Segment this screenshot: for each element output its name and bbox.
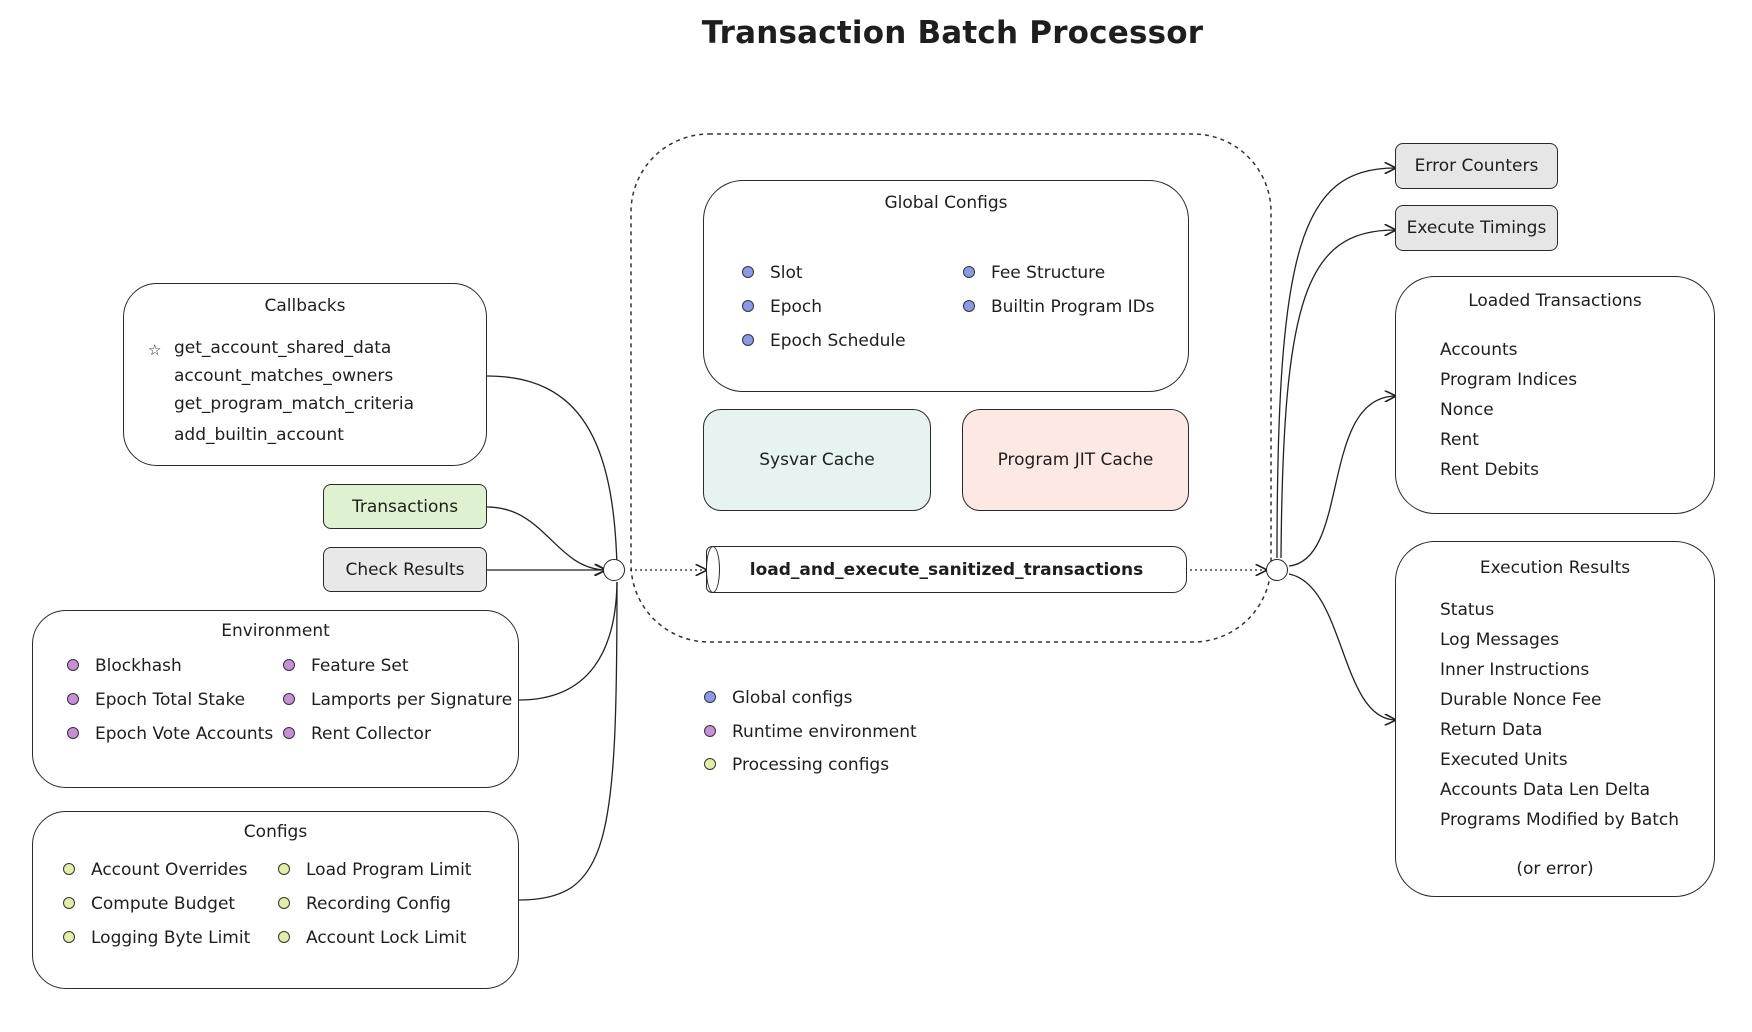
global-configs-title: Global Configs	[884, 193, 1008, 213]
callbacks-box: Callbacks ☆ get_account_shared_data acco…	[123, 283, 487, 466]
transactions-wire	[486, 506, 605, 570]
execute-timings-output: Execute Timings	[1395, 205, 1558, 251]
global-config-item: Epoch	[742, 297, 822, 317]
execution-results-footer: (or error)	[1516, 859, 1594, 879]
execution-result-item: Return Data	[1440, 720, 1543, 740]
configs-wire	[518, 581, 618, 901]
program-jit-cache: Program JIT Cache	[962, 409, 1189, 511]
function-left-cap	[706, 546, 720, 593]
callback-item: account_matches_owners	[174, 366, 394, 386]
environment-box: Environment Blockhash Epoch Total Stake …	[32, 610, 519, 788]
execution-result-item: Log Messages	[1440, 630, 1560, 650]
star-icon: ☆	[148, 341, 162, 359]
environment-title: Environment	[221, 621, 330, 641]
environment-item: Blockhash	[67, 656, 182, 676]
config-item: Account Lock Limit	[278, 928, 466, 948]
execution-results-wire	[1288, 573, 1395, 720]
execution-result-item: Inner Instructions	[1440, 660, 1590, 680]
environment-wire	[518, 581, 618, 701]
sysvar-cache: Sysvar Cache	[703, 409, 931, 511]
execution-result-item: Executed Units	[1440, 750, 1568, 770]
transactions-input: Transactions	[323, 484, 487, 529]
execution-results-title: Execution Results	[1479, 558, 1631, 578]
global-config-item: Builtin Program IDs	[963, 297, 1155, 317]
configs-box: Configs Account Overrides Compute Budget…	[32, 811, 519, 989]
loaded-transactions-title: Loaded Transactions	[1468, 291, 1642, 311]
environment-item: Lamports per Signature	[283, 690, 512, 710]
global-config-item: Fee Structure	[963, 263, 1105, 283]
config-item: Load Program Limit	[278, 860, 471, 880]
legend-item-global: Global configs	[704, 688, 853, 708]
loaded-transactions-wire	[1288, 396, 1395, 567]
callbacks-title: Callbacks	[264, 296, 346, 316]
loaded-transaction-item: Program Indices	[1440, 370, 1578, 390]
loaded-transaction-item: Nonce	[1440, 400, 1494, 420]
execute-timings-wire	[1280, 230, 1395, 559]
callback-item: add_builtin_account	[174, 425, 344, 445]
diagram-title: Transaction Batch Processor	[701, 15, 1204, 51]
loaded-transaction-item: Rent	[1440, 430, 1479, 450]
global-config-item: Epoch Schedule	[742, 331, 906, 351]
config-item: Recording Config	[278, 894, 451, 914]
config-item: Logging Byte Limit	[63, 928, 250, 948]
configs-title: Configs	[243, 822, 308, 842]
main-function-label: load_and_execute_sanitized_transactions	[749, 559, 1144, 580]
processor-boundary	[630, 133, 1272, 643]
execution-result-item: Programs Modified by Batch	[1440, 810, 1680, 830]
execution-result-item: Status	[1440, 600, 1495, 620]
config-item: Account Overrides	[63, 860, 247, 880]
error-counters-wire	[1276, 168, 1395, 559]
legend-item-runtime: Runtime environment	[704, 722, 917, 742]
callback-item: get_program_match_criteria	[174, 394, 415, 414]
error-counters-output: Error Counters	[1395, 143, 1558, 189]
execution-result-item: Durable Nonce Fee	[1440, 690, 1602, 710]
callbacks-wire	[486, 375, 618, 569]
environment-item: Epoch Vote Accounts	[67, 724, 273, 744]
main-function-node: load_and_execute_sanitized_transactions	[706, 546, 1187, 593]
execution-result-item: Accounts Data Len Delta	[1440, 780, 1651, 800]
environment-item: Epoch Total Stake	[67, 690, 245, 710]
check-results-input: Check Results	[323, 547, 487, 592]
callback-item: get_account_shared_data	[174, 338, 392, 358]
loaded-transaction-item: Rent Debits	[1440, 460, 1539, 480]
output-junction-node	[1266, 559, 1288, 581]
loaded-transactions-box: Loaded Transactions Accounts Program Ind…	[1395, 276, 1715, 514]
legend-item-processing: Processing configs	[704, 755, 889, 775]
input-junction-node	[603, 559, 625, 581]
execution-results-box: Execution Results Status Log Messages In…	[1395, 541, 1715, 897]
global-configs-box: Global Configs Slot Epoch Epoch Schedule…	[703, 180, 1189, 392]
environment-item: Rent Collector	[283, 724, 431, 744]
environment-item: Feature Set	[283, 656, 409, 676]
loaded-transaction-item: Accounts	[1440, 340, 1518, 360]
global-config-item: Slot	[742, 263, 803, 283]
config-item: Compute Budget	[63, 894, 235, 914]
